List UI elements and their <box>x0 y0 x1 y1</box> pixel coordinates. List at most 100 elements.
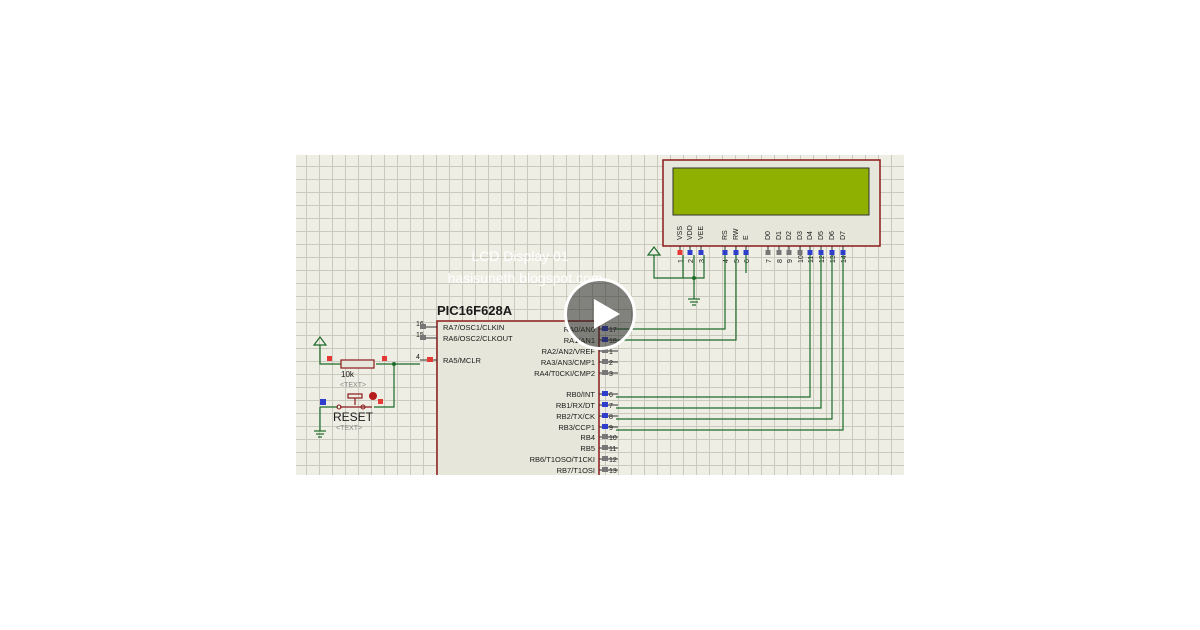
lcd-pin-marker <box>829 250 835 255</box>
lcd-pin-number: 12 <box>819 255 826 263</box>
lcd-pin-marker <box>797 250 803 255</box>
mcu-pin-number: 6 <box>609 392 613 399</box>
mcu-pin-marker <box>420 335 426 340</box>
lcd-pin-number: 3 <box>699 259 706 263</box>
lcd-module: VSS1VDD2VEE3RS4RW5E6D07D18D29D310D411D51… <box>662 159 881 263</box>
reset-label: RESET <box>333 410 374 424</box>
mcu-pin-number: 13 <box>609 468 617 475</box>
resistor-value: 10k <box>341 370 355 379</box>
lcd-pin-marker <box>677 250 683 255</box>
reset-button-component: RESET <TEXT> <box>320 392 383 432</box>
mcu-pin-marker <box>602 434 608 439</box>
mcu-right-pin-8: RB2/TX/CK 8 <box>556 412 618 421</box>
mcu-pin-marker <box>427 357 433 362</box>
lcd-pin-label: D1 <box>776 231 783 240</box>
mcu-pin-label: RB7/T1OSI <box>557 466 595 475</box>
mcu-pin-number: 11 <box>609 446 616 453</box>
mcu-pin-number: 10 <box>609 435 617 442</box>
lcd-pin-number: 14 <box>841 255 848 263</box>
wires <box>319 255 844 431</box>
resistor-text-placeholder: <TEXT> <box>340 382 366 389</box>
mcu-pin-label: RB1/RX/DT <box>556 401 596 410</box>
mcu-pin-marker <box>602 456 608 461</box>
mcu-pin-marker <box>602 348 608 353</box>
lcd-pin-8: D1 8 <box>776 231 784 263</box>
lcd-pin-number: 13 <box>830 255 837 263</box>
lcd-pin-label: D0 <box>765 231 772 240</box>
lcd-pin-number: 8 <box>777 259 784 263</box>
mcu-pin-marker <box>602 359 608 364</box>
lcd-pin-label: D4 <box>807 231 814 240</box>
resistor: 10k <TEXT> <box>327 356 387 389</box>
lcd-pin-marker <box>807 250 813 255</box>
power-ground-symbols <box>312 246 700 438</box>
mcu-pin-label: RA3/AN3/CMP1 <box>541 358 595 367</box>
lcd-pin-number: 7 <box>766 259 773 263</box>
lcd-pin-number: 9 <box>787 259 794 263</box>
lcd-pin-9: D29 <box>786 231 794 263</box>
mcu-left-pin-4: 4 RA5/MCLR <box>416 354 482 365</box>
lcd-pin-7: D0 7 <box>765 231 773 263</box>
lcd-pin-number: 4 <box>723 259 730 263</box>
mcu-pin-label: RB0/INT <box>566 390 595 399</box>
lcd-pin-label: VSS <box>677 226 684 240</box>
lcd-pin-3: VEE 3 <box>698 226 706 263</box>
lcd-pin-number: 6 <box>744 259 751 263</box>
reset-text-placeholder: <TEXT> <box>336 425 362 432</box>
mcu-pin-label: RB3/CCP1 <box>558 423 595 432</box>
lcd-pin-number: 5 <box>734 259 741 263</box>
mcu-right-pin-11: RB5 11 <box>580 444 618 453</box>
lcd-pin-label: VEE <box>698 226 705 240</box>
mcu-right-pin-3: RA4/T0CKI/CMP2 3 <box>534 369 618 378</box>
mcu-pin-marker <box>602 413 608 418</box>
lcd-pin-label: D5 <box>818 231 825 240</box>
lcd-pin-marker <box>765 250 771 255</box>
mcu-pin-marker <box>602 445 608 450</box>
mcu-pin-label: RA4/T0CKI/CMP2 <box>534 369 595 378</box>
lcd-pin-6: E6 <box>743 235 751 263</box>
lcd-pin-label: D6 <box>829 231 836 240</box>
lcd-pin-4: RS4 <box>722 230 730 263</box>
lcd-pin-marker <box>786 250 792 255</box>
mcu-name: PIC16F628A <box>437 303 513 318</box>
lcd-pin-marker <box>698 250 704 255</box>
lcd-pin-marker <box>840 250 846 255</box>
video-title: LCD Display 01 <box>471 248 568 264</box>
lcd-pin-marker <box>733 250 739 255</box>
mcu-pin-label: RB6/T1OSO/T1CKI <box>530 455 595 464</box>
lcd-pin-label: RW <box>733 228 740 240</box>
mcu-pin-number: 4 <box>416 354 420 361</box>
mcu-pin-label: RA2/AN2/VREF <box>542 347 596 356</box>
lcd-pins: VSS1VDD2VEE3RS4RW5E6D07D18D29D310D411D51… <box>677 225 848 263</box>
mcu-pin-marker <box>602 391 608 396</box>
lcd-pin-label: D7 <box>840 231 847 240</box>
mcu-right-pin-13: RB7/T1OSI 13 <box>557 466 618 475</box>
mcu-pin-number: 8 <box>609 414 613 421</box>
lcd-pin-marker <box>818 250 824 255</box>
play-button[interactable] <box>564 278 636 350</box>
mcu-pin-marker <box>420 324 426 329</box>
lcd-screen <box>672 167 870 216</box>
mcu-pin-label: RB2/TX/CK <box>556 412 595 421</box>
lcd-pin-5: RW 5 <box>733 228 741 263</box>
mcu-pin-label: RA5/MCLR <box>443 356 482 365</box>
lcd-pin-marker <box>722 250 728 255</box>
mcu-pin-number: 3 <box>609 371 613 378</box>
mcu-pin-label: RB5 <box>580 444 595 453</box>
schematic-canvas: VSS1VDD2VEE3RS4RW5E6D07D18D29D310D411D51… <box>312 159 881 475</box>
lcd-pin-14: D7 14 <box>840 231 848 263</box>
mcu-right-pin-6: RB0/INT 6 <box>566 390 618 399</box>
lcd-pin-label: D3 <box>797 231 804 240</box>
video-subtitle: hasisuneth.blogspot.com <box>448 270 603 286</box>
mcu-pin-label: RA7/OSC1/CLKIN <box>443 323 504 332</box>
